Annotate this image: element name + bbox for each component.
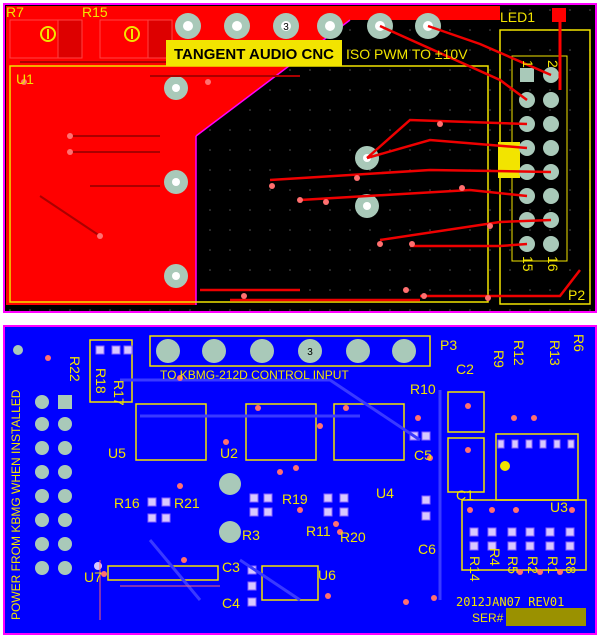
pour-keepout-line (195, 19, 351, 137)
ref-r10: R10 (410, 381, 436, 397)
header-pad (202, 339, 226, 363)
r15-trimmer-mark (124, 26, 140, 42)
svg-text:3: 3 (283, 22, 289, 33)
bottom-copper-pour (4, 326, 596, 634)
p3-header-pads: 3 (156, 339, 416, 363)
header-pad (175, 13, 201, 39)
ref-r5: R5 (505, 556, 521, 574)
ref-u3: U3 (550, 499, 568, 515)
power-connector-pads (13, 345, 72, 575)
ref-u4: U4 (376, 485, 394, 501)
svg-text:3: 3 (307, 347, 313, 358)
header-pad (392, 339, 416, 363)
ref-u5: U5 (108, 445, 126, 461)
ref-r7: R7 (6, 4, 24, 20)
component-outlines (89, 339, 587, 601)
top-small-vias (21, 79, 493, 301)
ref-r19: R19 (282, 491, 308, 507)
p3-outline (149, 335, 431, 367)
ref-c6: C6 (418, 541, 436, 557)
ref-p3: P3 (440, 337, 457, 353)
pin-label-1: 1 (520, 60, 536, 68)
ref-r21: R21 (174, 495, 200, 511)
header-pad: 3 (298, 339, 322, 363)
ref-r15: R15 (82, 4, 108, 20)
ref-r18: R18 (93, 368, 109, 394)
top-via-pads (164, 76, 379, 288)
serial-label: SER# (472, 611, 504, 625)
ref-c1: C1 (456, 487, 474, 503)
ref-r2: R2 (525, 556, 541, 574)
r7-component (9, 19, 83, 59)
r7-pad-area (9, 19, 59, 59)
ref-r9: R9 (491, 350, 507, 368)
bottom-through-hole-pads (94, 473, 241, 570)
top-board-outline (3, 3, 597, 313)
ref-r1: R1 (545, 556, 561, 574)
ref-r17: R17 (111, 380, 127, 406)
title-banner-bg (166, 40, 342, 66)
header-pad (224, 13, 250, 39)
top-board: 3 (0, 0, 600, 318)
u3-pin1-marker (500, 461, 510, 471)
header-pad (346, 339, 370, 363)
r7-trimmer-mark (40, 26, 56, 42)
ref-u7: U7 (84, 569, 102, 585)
ref-r16: R16 (114, 495, 140, 511)
top-copper-pour (6, 6, 500, 305)
ref-p2: P2 (568, 287, 585, 303)
ref-led1: LED1 (500, 9, 535, 25)
bottom-board: 3 (0, 318, 600, 638)
bottom-traces (120, 378, 442, 602)
ref-c4: C4 (222, 595, 240, 611)
header-pad (317, 13, 343, 39)
led1-pad (552, 8, 566, 22)
header-pad: 3 (273, 13, 299, 39)
header-pad (250, 339, 274, 363)
ref-u6: U6 (318, 567, 336, 583)
r15-pad-area (99, 19, 149, 59)
ref-c5: C5 (414, 447, 432, 463)
top-traces (200, 24, 581, 302)
subtitle-label: ISO PWM TO ±10V (346, 46, 468, 62)
ref-r8: R8 (563, 556, 579, 574)
ref-r12: R12 (511, 340, 527, 366)
r15-component (99, 19, 173, 59)
ref-c2: C2 (456, 361, 474, 377)
ref-u2: U2 (220, 445, 238, 461)
ref-r11: R11 (306, 523, 331, 539)
pin-label-15: 15 (520, 256, 536, 272)
ref-r13: R13 (547, 340, 563, 366)
power-caption: POWER FROM KBMG WHEN INSTALLED (9, 389, 23, 620)
p2-key-marker (498, 142, 520, 178)
top-header-pads: 3 (175, 13, 441, 39)
header-pad (156, 339, 180, 363)
ref-r22: R22 (67, 356, 83, 382)
date-revision: 2012JAN07 REV01 (456, 595, 564, 609)
ref-c3: C3 (222, 559, 240, 575)
ref-r3: R3 (242, 527, 260, 543)
ref-r14: R14 (467, 556, 483, 582)
ref-u1: U1 (16, 71, 34, 87)
title-banner: TANGENT AUDIO CNC (174, 46, 334, 63)
connector-caption: TO KBMG-212D CONTROL INPUT (160, 368, 349, 382)
pin-label-16: 16 (545, 256, 561, 272)
serial-box (506, 608, 586, 626)
ref-r6: R6 (571, 334, 587, 352)
bottom-small-vias (45, 355, 575, 605)
ref-r20: R20 (340, 529, 366, 545)
pin-label-2: 2 (545, 60, 561, 68)
r7-pad-area (57, 19, 83, 59)
bottom-board-outline (3, 325, 597, 635)
bottom-signal-traces (99, 560, 220, 620)
ref-r4: R4 (487, 548, 503, 566)
